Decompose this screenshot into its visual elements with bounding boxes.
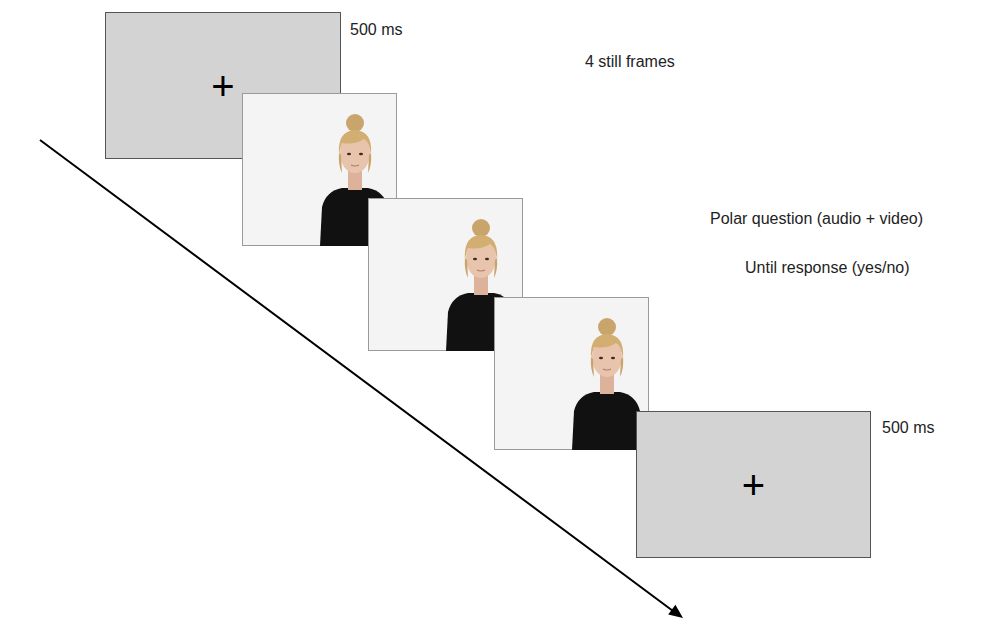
time-arrow (40, 140, 673, 611)
fixation-cross: + (742, 465, 765, 505)
arrow-head (668, 605, 683, 618)
phase-label: Until response (yes/no) (745, 258, 910, 277)
phase-label: 500 ms (350, 20, 402, 39)
stimulus-frame (495, 298, 649, 451)
fixation-screen: + (105, 12, 341, 159)
phase-label: 4 still frames (585, 52, 675, 71)
fixation-screen (637, 412, 871, 558)
fixation-cross: + (211, 66, 234, 106)
fixation-screen: + (636, 411, 871, 558)
phase-label: 500 ms (882, 418, 934, 437)
phase-label: Polar question (audio + video) (710, 209, 923, 228)
